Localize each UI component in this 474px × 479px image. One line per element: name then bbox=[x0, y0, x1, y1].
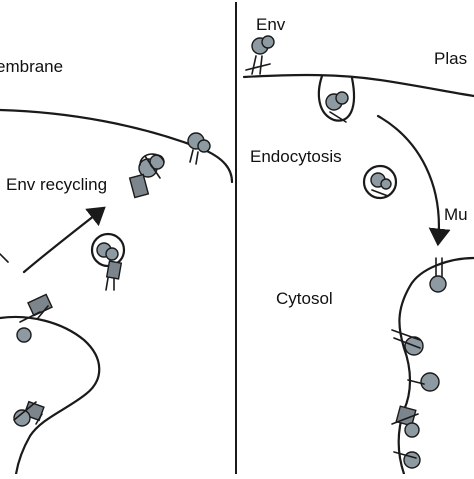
env-protein-vesicle-edge-2 bbox=[13, 400, 45, 427]
env-protein-surface-left bbox=[187, 132, 211, 165]
env-protein-pit-right bbox=[325, 91, 349, 123]
endocytosis-pit bbox=[317, 74, 356, 122]
label-env: Env bbox=[256, 15, 286, 34]
env-protein-organelle-5 bbox=[393, 451, 421, 469]
env-protein-organelle-3 bbox=[407, 372, 440, 392]
label-plasma-right: Plas bbox=[434, 49, 467, 68]
env-protein-surface-right bbox=[245, 35, 275, 75]
env-protein-vesicle-edge-1 bbox=[16, 293, 53, 343]
vesicle-membrane-left bbox=[0, 315, 101, 476]
label-env-recycling: Env recycling bbox=[6, 175, 107, 194]
label-membrane-left: embrane bbox=[0, 57, 63, 76]
env-protein-organelle-4 bbox=[391, 405, 420, 438]
endocytosis-arrow bbox=[376, 114, 451, 247]
env-vesicle-right bbox=[362, 164, 398, 200]
plasma-membrane-right bbox=[242, 73, 474, 98]
label-endocytosis: Endocytosis bbox=[250, 147, 342, 166]
env-protein-membrane-left bbox=[128, 153, 165, 199]
env-vesicle-left bbox=[90, 232, 126, 291]
env-protein-organelle-2 bbox=[391, 329, 424, 356]
plasma-membrane-left bbox=[0, 108, 234, 184]
env-protein-organelle-1 bbox=[429, 257, 447, 293]
recycling-arrow bbox=[22, 206, 106, 274]
tick-mark-left bbox=[0, 253, 9, 263]
label-mu: Mu bbox=[444, 205, 468, 224]
organelle-membrane-right bbox=[397, 256, 474, 476]
label-cytosol: Cytosol bbox=[276, 289, 333, 308]
